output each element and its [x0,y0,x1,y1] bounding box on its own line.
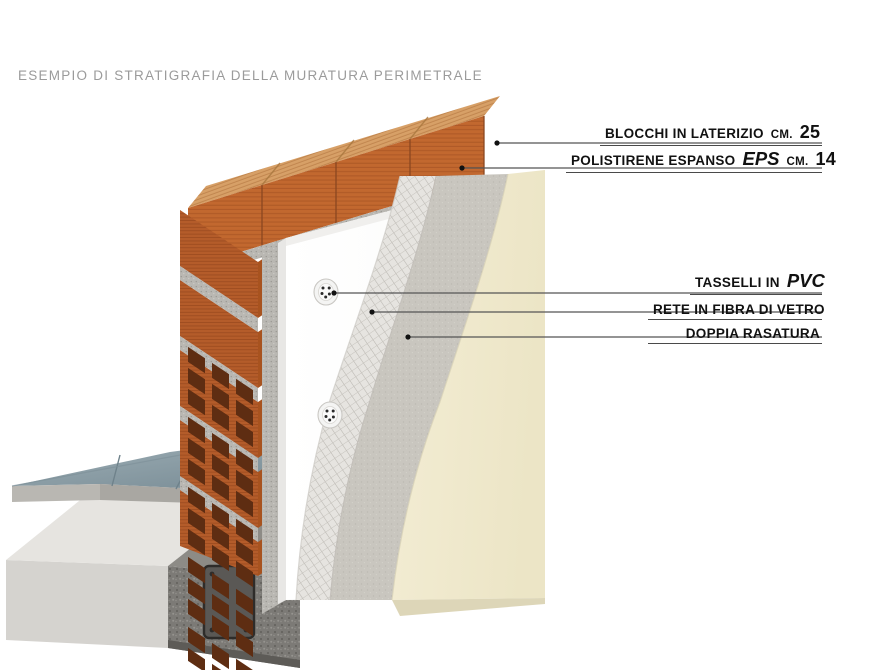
callout-tasselli-text: TASSELLI IN [695,275,780,290]
callout-polistirene-text: POLISTIRENE ESPANSO [571,153,736,168]
callout-polistirene-unit: CM. [786,156,809,168]
page-title: ESEMPIO DI STRATIGRAFIA DELLA MURATURA P… [18,68,483,83]
brick-top-joint-ticks [261,116,429,186]
callout-rete-text: RETE IN FIBRA DI VETRO [653,302,825,317]
brick-course-1 [180,210,258,318]
leader-lines-group [334,142,822,338]
leader-dot-blocchi [494,140,500,146]
callout-blocchi-in-laterizio: BLOCCHI IN LATERIZIO CM. 25 [600,122,822,146]
callout-blocchi-unit: CM. [770,129,793,141]
floor-screed-edge [12,484,100,502]
leader-dots-group [331,140,500,340]
pvc-plugs-group [313,278,343,429]
callout-blocchi-text: BLOCCHI IN LATERIZIO [605,126,764,141]
pvc-plug-2 [317,401,343,429]
callout-polistirene-emphasis: EPS [742,148,780,169]
screed-seam-1 [111,454,121,487]
leader-dot-rete [369,309,375,315]
skim-coat-band [330,174,508,600]
callout-polistirene-espanso: POLISTIRENE ESPANSO EPS CM. 14 [566,148,836,173]
callout-tasselli-emphasis: PVC [786,270,825,291]
mesh-front-edge [295,175,401,601]
mesh-back-edge [329,175,437,601]
foundation-slab-left [6,560,168,648]
leader-dot-rasatura [405,334,411,340]
eps-panel-edge [278,238,286,604]
render-layers-group [295,170,545,616]
render-front-edge [391,173,509,601]
finish-render-layer [392,170,545,600]
fiberglass-mesh-band [296,176,436,600]
callout-rasatura-text: DOPPIA RASATURA [685,326,820,341]
leader-dot-polistirene [459,165,465,171]
render-bottom-edge [392,598,545,616]
callout-doppia-rasatura: DOPPIA RASATURA [648,325,822,344]
callout-polistirene-value: 14 [815,149,837,169]
callout-rete-in-fibra-di-vetro: RETE IN FIBRA DI VETRO [648,301,825,320]
callout-blocchi-value: 25 [799,122,821,142]
brick-course-2 [180,280,258,388]
leader-dot-tasselli [331,290,337,296]
pvc-plug-1 [313,278,339,306]
callout-tasselli-in-pvc: TASSELLI IN PVC [690,270,825,295]
brick-hollow-cores [188,346,253,670]
